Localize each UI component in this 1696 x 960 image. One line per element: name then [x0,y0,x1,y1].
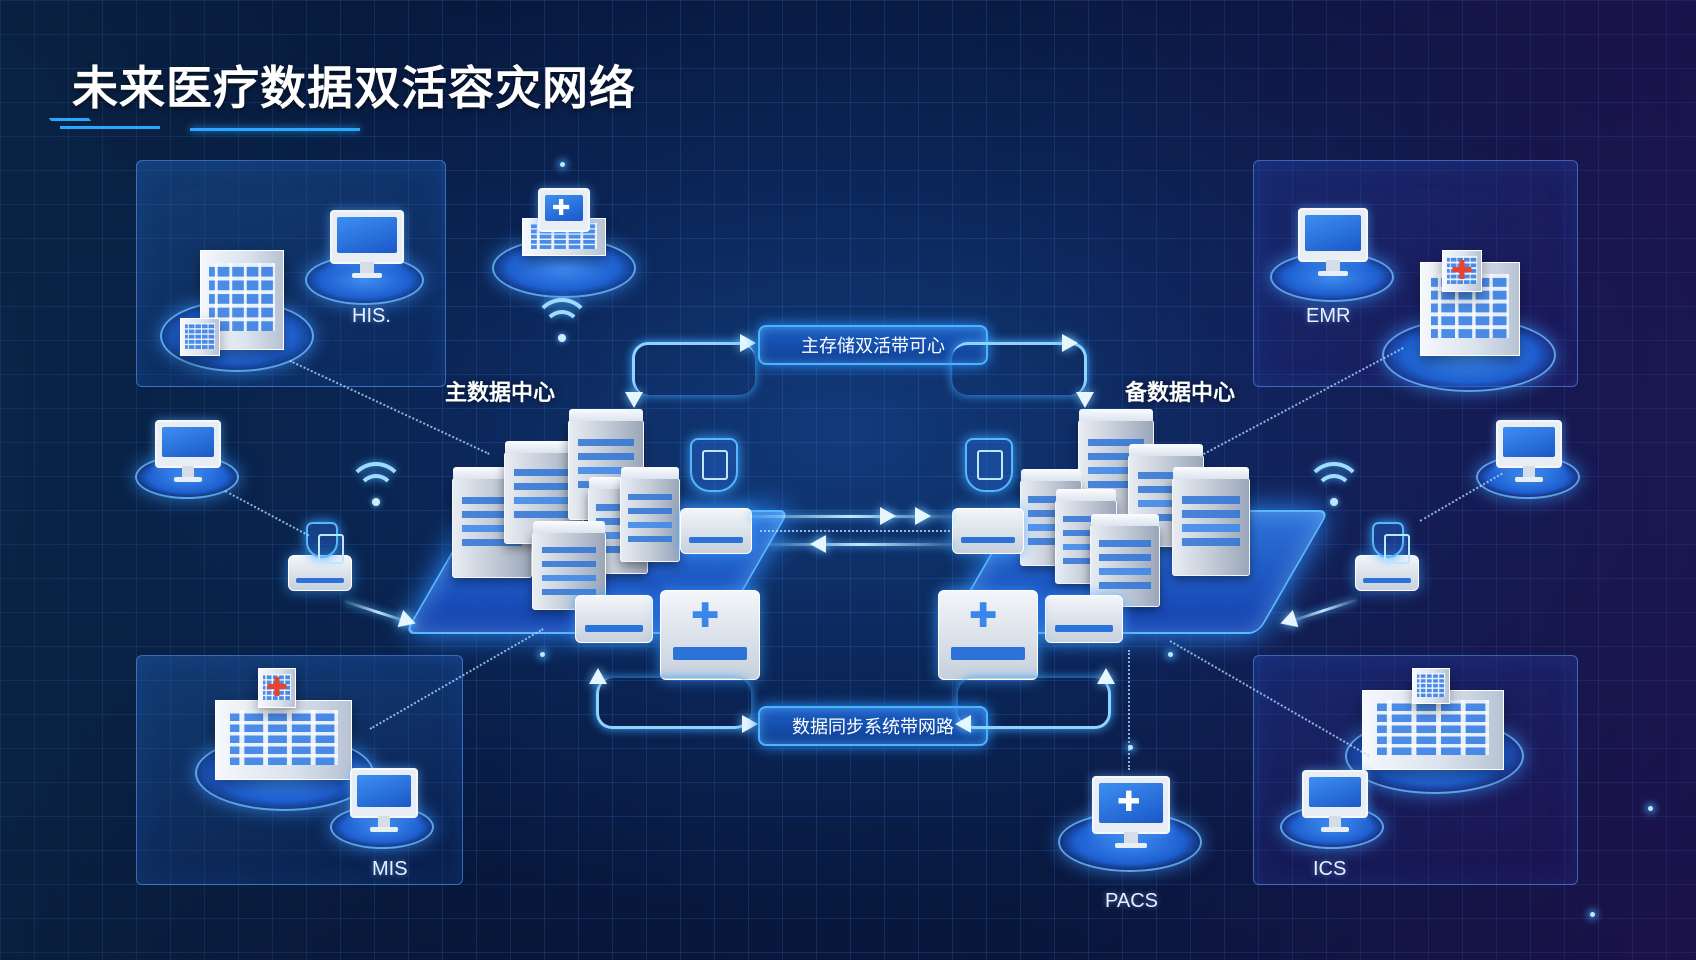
arrow-up-icon [589,668,607,684]
ics-hospital-tower [1412,668,1450,704]
sparkle [1590,912,1595,917]
his-hospital-building-icon [200,250,284,350]
top-replication-conduit-left [632,342,755,395]
primary-core-switch-icon: ✚ [660,590,760,680]
bottom-link-label: 数据同步系统带网路 [792,717,954,738]
wifi-icon-top [533,298,591,342]
arrow-down-icon [1076,392,1094,408]
primary-storage-unit [680,508,752,554]
medical-cross-icon: ✚ [691,597,720,635]
backup-dc-label: 备数据中心 [1125,381,1236,406]
wifi-icon-right [1305,462,1363,506]
arrow-right-icon [915,507,931,525]
arrow-down-icon [625,392,643,408]
top-link-label-box: 主存储双活带可心 [758,325,988,365]
top-link-label: 主存储双活带可心 [801,336,945,357]
his-monitor-icon [330,210,404,278]
medical-cross-icon: ✚ [1117,786,1141,817]
red-cross-icon: ✚ [1451,255,1473,285]
sparkle [1128,745,1133,750]
right-workstation-icon [1496,420,1562,482]
arrow-right-icon [742,715,758,733]
arrow-right-icon [1062,334,1078,352]
title-decoration [48,118,160,136]
system-label-pacs: PACS [1105,890,1158,912]
right-clinic-shield-icon [1372,522,1410,564]
sparkle [1648,806,1653,811]
bottom-sync-conduit-left [596,678,751,729]
sparkle [540,652,545,657]
sparkle [1168,652,1173,657]
left-workstation-icon [155,420,221,482]
backup-storage-unit [952,508,1024,554]
his-annex-building [180,318,220,356]
arrow-up-icon [1097,668,1115,684]
backup-core-switch-icon: ✚ [938,590,1038,680]
left-clinic-shield-icon [306,522,344,564]
replication-line [748,515,953,518]
backup-server-rack [1172,467,1250,576]
backup-security-shield-icon [965,438,1013,492]
ics-monitor-icon [1302,770,1368,832]
arrow-right-icon [880,507,896,525]
mis-monitor-icon [350,768,418,832]
wifi-icon-left [347,462,405,506]
mis-hospital-tower: ✚ [258,668,296,708]
primary-server-rack [532,521,606,610]
primary-dc-label: 主数据中心 [445,381,556,406]
sparkle [560,162,565,167]
pacs-monitor-icon: ✚ [1092,776,1170,848]
ics-hospital-building-icon [1362,690,1504,770]
backup-storage-unit [1045,595,1123,643]
replication-line [768,543,953,546]
emr-hospital-tower: ✚ [1442,250,1482,292]
title-underline [190,128,360,131]
bottom-sync-conduit-right [958,678,1111,729]
primary-security-shield-icon [690,438,738,492]
system-label-his: HIS. [352,305,391,327]
replication-dotted-line [760,530,950,532]
backup-server-rack [1090,514,1160,607]
primary-storage-unit [575,595,653,643]
arrow-right-icon [740,334,756,352]
red-cross-icon: ✚ [266,672,288,702]
mis-hospital-building-icon [215,700,352,780]
medical-cross-icon: ✚ [552,195,571,220]
emr-hospital-building-icon [1420,262,1520,356]
system-label-emr: EMR [1306,305,1351,327]
arrow-left-icon [810,535,826,553]
primary-server-rack [620,467,680,562]
pacs-connector [1128,650,1130,770]
arrow-left-icon [955,715,971,733]
top-replication-conduit-right [952,342,1087,395]
medical-cross-icon: ✚ [969,597,998,635]
system-label-ics: ICS [1313,858,1347,880]
emr-monitor-icon [1298,208,1368,276]
system-label-mis: MIS [372,858,408,880]
top-hospital-sign: ✚ [538,188,590,232]
page-title: 未来医疗数据双活容灾网络 [72,61,636,115]
bottom-link-label-box: 数据同步系统带网路 [758,706,988,746]
